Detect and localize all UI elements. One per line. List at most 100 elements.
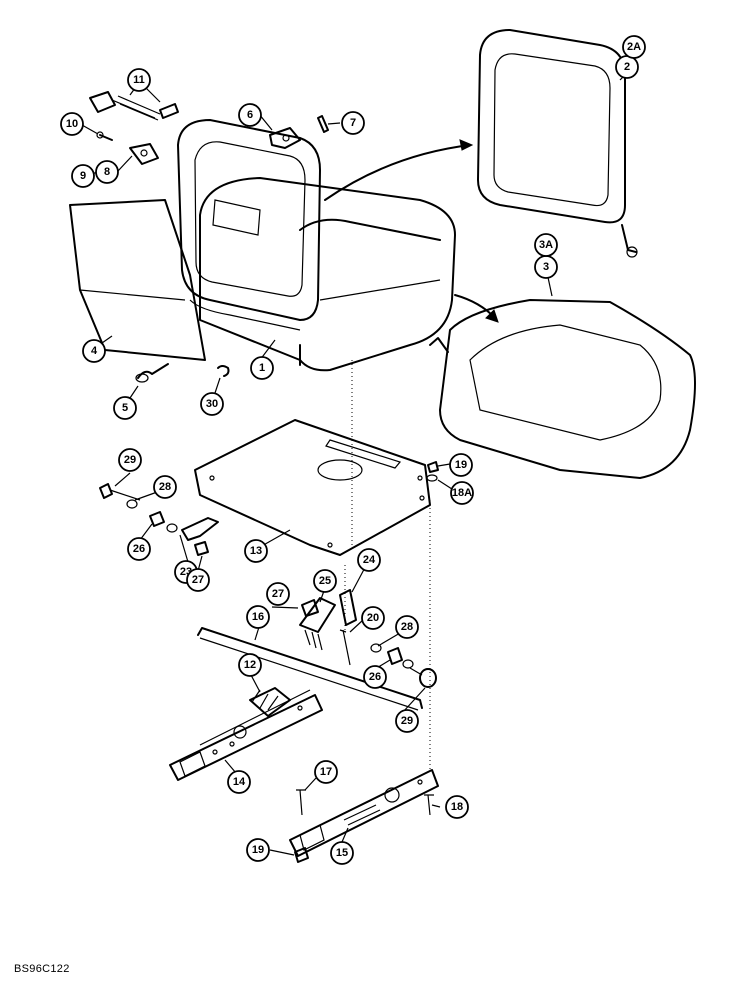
svg-text:2: 2 bbox=[624, 61, 630, 73]
callout-9: 9 bbox=[71, 164, 95, 188]
callout-1: 1 bbox=[250, 356, 274, 380]
svg-text:18A: 18A bbox=[452, 487, 472, 499]
callout-5: 5 bbox=[113, 396, 137, 420]
arc-arrowhead-cushion bbox=[485, 309, 499, 323]
bolt-20 bbox=[339, 629, 351, 666]
svg-text:10: 10 bbox=[66, 118, 78, 130]
svg-text:18: 18 bbox=[451, 801, 463, 813]
washer-28-right bbox=[370, 643, 382, 653]
slide-rail-right bbox=[289, 769, 439, 857]
svg-text:9: 9 bbox=[80, 170, 86, 182]
callout-27-mid: 27 bbox=[266, 582, 290, 606]
svg-text:7: 7 bbox=[350, 117, 356, 129]
callout-3: 3 bbox=[534, 255, 558, 279]
svg-text:27: 27 bbox=[272, 588, 284, 600]
svg-text:13: 13 bbox=[250, 545, 262, 557]
svg-text:3A: 3A bbox=[539, 239, 553, 251]
callout-29-right: 29 bbox=[395, 709, 419, 733]
nut-27-left bbox=[194, 541, 209, 556]
callout-4: 4 bbox=[82, 339, 106, 363]
callout-12: 12 bbox=[238, 653, 262, 677]
nut-19-top bbox=[427, 461, 439, 473]
bracket-24 bbox=[339, 589, 357, 626]
rod-16 bbox=[197, 627, 423, 711]
washer-28-right-2 bbox=[402, 659, 414, 669]
callout-13: 13 bbox=[244, 539, 268, 563]
callout-10: 10 bbox=[60, 112, 84, 136]
screw-5 bbox=[135, 363, 169, 383]
svg-text:2A: 2A bbox=[627, 41, 641, 53]
part-10-screw bbox=[96, 131, 113, 141]
callout-28-left: 28 bbox=[153, 475, 177, 499]
svg-text:4: 4 bbox=[91, 345, 98, 357]
svg-text:12: 12 bbox=[244, 659, 256, 671]
callout-14: 14 bbox=[227, 770, 251, 794]
svg-text:14: 14 bbox=[233, 776, 246, 788]
svg-text:8: 8 bbox=[104, 166, 110, 178]
side-panel bbox=[69, 199, 206, 361]
svg-text:15: 15 bbox=[336, 847, 348, 859]
svg-text:28: 28 bbox=[159, 481, 171, 493]
bolt-29-right bbox=[409, 667, 437, 688]
svg-text:29: 29 bbox=[401, 715, 413, 727]
seat-cushion bbox=[429, 299, 696, 479]
svg-text:28: 28 bbox=[401, 621, 413, 633]
spacer-26-right bbox=[387, 647, 403, 665]
svg-text:19: 19 bbox=[252, 844, 264, 856]
washer-28-left-2 bbox=[166, 523, 178, 533]
callout-2a: 2A bbox=[622, 35, 646, 59]
svg-text:5: 5 bbox=[122, 402, 128, 414]
svg-text:26: 26 bbox=[133, 543, 145, 555]
nut-27-mid bbox=[301, 599, 319, 617]
part-8-bracket bbox=[129, 143, 159, 165]
callout-3a: 3A bbox=[534, 233, 558, 257]
seat-adjust-latch-12 bbox=[233, 687, 291, 739]
washer-18a bbox=[426, 474, 438, 482]
svg-text:30: 30 bbox=[206, 398, 218, 410]
part-7-pin bbox=[317, 115, 329, 133]
callout-25: 25 bbox=[313, 569, 337, 593]
arc-to-backrest bbox=[324, 144, 471, 201]
latch-25 bbox=[299, 597, 336, 651]
svg-text:29: 29 bbox=[124, 454, 136, 466]
callout-28-right: 28 bbox=[395, 615, 419, 639]
svg-text:25: 25 bbox=[319, 575, 331, 587]
svg-text:16: 16 bbox=[252, 611, 264, 623]
adjuster-knob bbox=[89, 91, 179, 121]
callout-26-left: 26 bbox=[127, 537, 151, 561]
part-6-clamp bbox=[269, 127, 301, 149]
callout-19-top: 19 bbox=[449, 453, 473, 477]
spacer-26-left bbox=[149, 511, 165, 527]
bolt-18 bbox=[424, 794, 434, 816]
bracket-23 bbox=[181, 517, 219, 541]
callout-17: 17 bbox=[314, 760, 338, 784]
svg-text:6: 6 bbox=[247, 109, 253, 121]
backrest-cushion bbox=[477, 29, 638, 258]
callout-6: 6 bbox=[238, 103, 262, 127]
callout-20: 20 bbox=[361, 606, 385, 630]
arc-arrowhead-backrest bbox=[459, 139, 474, 151]
callout-16: 16 bbox=[246, 605, 270, 629]
svg-text:24: 24 bbox=[363, 554, 376, 566]
callout-18: 18 bbox=[445, 795, 469, 819]
callout-11: 11 bbox=[127, 68, 151, 92]
callout-30: 30 bbox=[200, 392, 224, 416]
svg-text:1: 1 bbox=[259, 362, 265, 374]
bolt-29-left bbox=[99, 483, 141, 501]
svg-text:20: 20 bbox=[367, 612, 379, 624]
callout-24: 24 bbox=[357, 548, 381, 572]
svg-text:26: 26 bbox=[369, 671, 381, 683]
washer-28-left bbox=[126, 499, 138, 509]
seat-assembly bbox=[177, 119, 456, 372]
bolt-17 bbox=[296, 789, 306, 816]
svg-text:27: 27 bbox=[192, 574, 204, 586]
clip-30 bbox=[217, 365, 230, 377]
callout-27-left: 27 bbox=[186, 568, 210, 592]
callout-26-right: 26 bbox=[363, 665, 387, 689]
seat-mounting-plate bbox=[194, 419, 431, 556]
document-code: BS96C122 bbox=[14, 963, 70, 975]
svg-text:3: 3 bbox=[543, 261, 549, 273]
callout-18a: 18A bbox=[450, 481, 474, 505]
callout-29-left: 29 bbox=[118, 448, 142, 472]
